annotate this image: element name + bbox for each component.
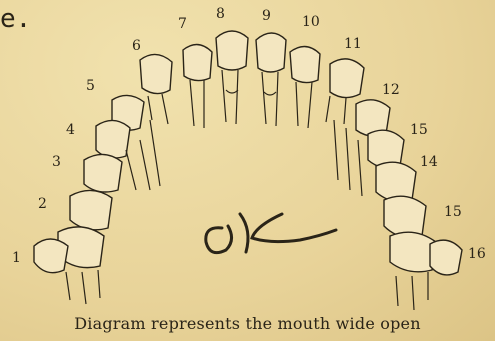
- tooth-number-16: 16: [468, 246, 486, 262]
- tooth-number-10: 10: [302, 14, 320, 30]
- tooth-number-5: 5: [86, 78, 95, 94]
- tooth-number-2: 2: [38, 196, 47, 212]
- tooth-number-15: 15: [444, 204, 462, 220]
- incisor-teeth: [183, 31, 320, 128]
- left-teeth: [34, 54, 172, 304]
- tooth-number-4: 4: [66, 122, 75, 138]
- tooth-number-14: 14: [420, 154, 438, 170]
- tooth-number-9: 9: [262, 8, 271, 24]
- tooth-number-7: 7: [178, 16, 187, 32]
- tooth-number-11: 11: [344, 36, 362, 52]
- tooth-number-3: 3: [52, 154, 61, 170]
- diagram-caption: Diagram represents the mouth wide open: [0, 314, 495, 333]
- tooth-number-13: 15: [410, 122, 428, 138]
- tooth-number-6: 6: [132, 38, 141, 54]
- handwritten-ok: [206, 214, 336, 253]
- tooth-number-1: 1: [12, 250, 21, 266]
- tooth-number-8: 8: [216, 6, 225, 22]
- tooth-number-12: 12: [382, 82, 400, 98]
